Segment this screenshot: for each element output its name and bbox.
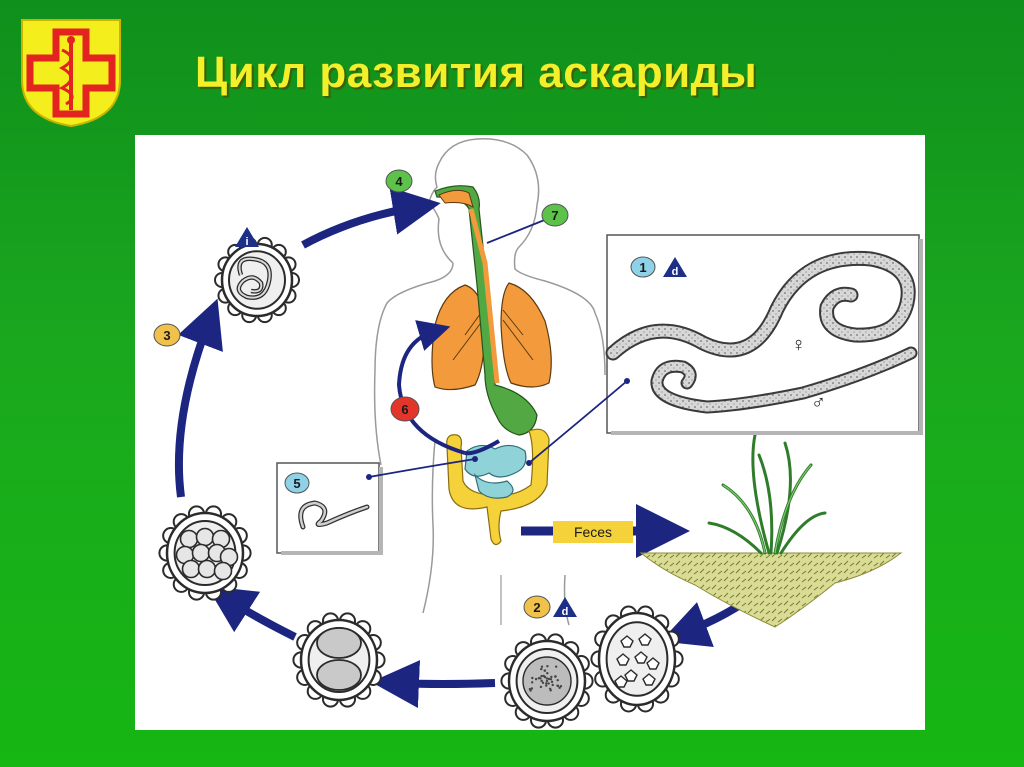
- svg-text:2: 2: [533, 600, 540, 615]
- svg-text:4: 4: [395, 174, 403, 189]
- svg-text:d: d: [672, 266, 679, 278]
- svg-text:3: 3: [163, 328, 170, 343]
- egg-multicell-stage: [159, 506, 250, 599]
- lifecycle-diagram: Feces ♀ ♂: [135, 135, 925, 730]
- badge-7: 7: [542, 204, 568, 226]
- male-symbol: ♂: [811, 392, 826, 414]
- female-symbol: ♀: [791, 334, 806, 356]
- lifecycle-diagram-panel: Feces ♀ ♂: [135, 135, 925, 730]
- infective-stage-marker: i: [235, 227, 259, 248]
- svg-text:1: 1: [639, 260, 646, 275]
- badge-4: 4: [386, 170, 412, 192]
- arrow-2cell-to-morula: [227, 599, 295, 637]
- badge-6: 6: [391, 397, 419, 421]
- egg-two-cell-stage: [293, 613, 384, 706]
- svg-text:d: d: [562, 606, 569, 618]
- badge-3: 3: [154, 324, 180, 346]
- feces-label: Feces: [574, 524, 612, 540]
- svg-text:i: i: [245, 236, 248, 248]
- medical-cross-logo-icon: [18, 18, 124, 128]
- soil: [641, 553, 901, 627]
- egg-fertilized: [501, 634, 592, 727]
- page-title: Цикл развития аскариды: [195, 48, 955, 98]
- egg-infective-with-larva: [215, 238, 299, 322]
- svg-text:7: 7: [551, 208, 558, 223]
- badge-1: 1: [631, 257, 655, 277]
- arrow-egg-3-to-infective: [179, 321, 209, 497]
- svg-text:6: 6: [401, 402, 408, 417]
- egg-unfertilized: [591, 607, 682, 712]
- arrow-ingestion: [303, 207, 417, 245]
- badge-5: 5: [285, 473, 309, 493]
- grass-plant-icon: [709, 435, 825, 553]
- pointer-7-to-pharynx: [487, 219, 547, 243]
- arrow-fertile-to-2cell: [395, 683, 495, 684]
- diagnostic-stage-marker-egg: d: [553, 597, 577, 618]
- badge-2: 2: [524, 596, 550, 618]
- eggs-group: [159, 238, 682, 728]
- svg-text:5: 5: [293, 476, 300, 491]
